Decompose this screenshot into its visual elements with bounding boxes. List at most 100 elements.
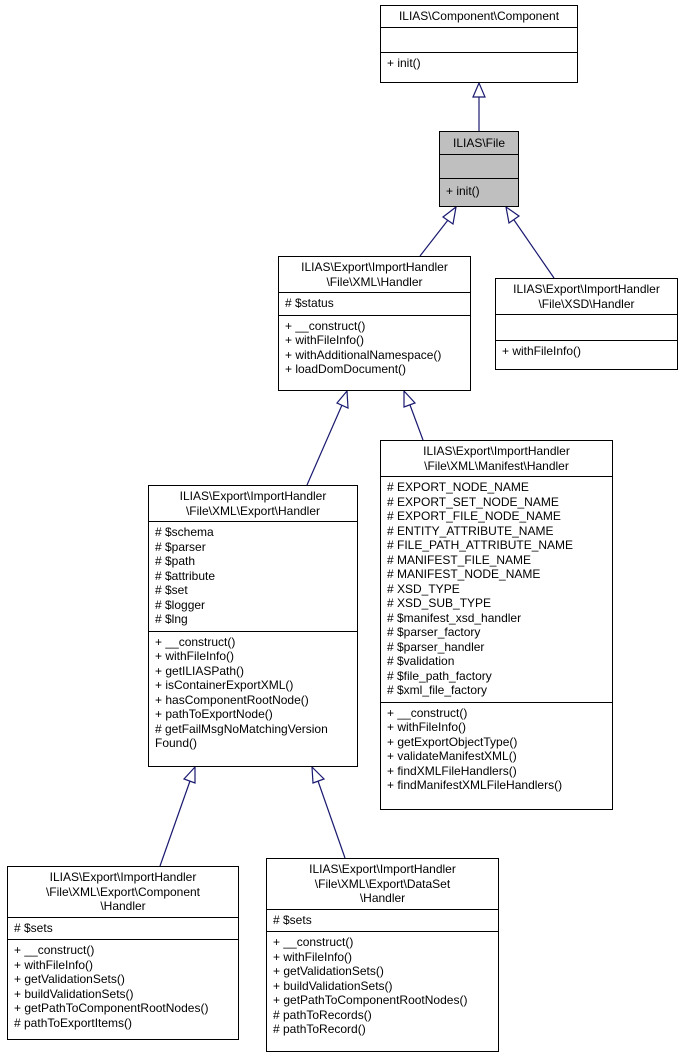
attribute-item: # $parser_factory (387, 625, 481, 639)
methods-section: + __construct() + withFileInfo() + getIL… (149, 630, 357, 755)
methods-section: + __construct() + withFileInfo() + getVa… (267, 931, 498, 1041)
class-title: ILIAS\Export\ImportHandler \File\XML\Exp… (45, 870, 201, 913)
attribute-item: # $file_path_factory (387, 668, 492, 683)
attribute-item: # MANIFEST_FILE_NAME (387, 552, 532, 567)
methods-section: + init() (440, 177, 518, 203)
method-item: Found() (155, 736, 198, 750)
method-item: # pathToRecords() (273, 1007, 372, 1022)
attribute-item: # $status (285, 296, 334, 310)
method-item: + getValidationSets() (273, 964, 384, 978)
method-item: # pathToRecord() (273, 1022, 366, 1036)
attributes-section: # $status (279, 292, 470, 315)
attribute-item: # $logger (155, 597, 206, 612)
attribute-item: # EXPORT_FILE_NODE_NAME (387, 509, 561, 523)
method-item: + validateManifestXML() (387, 749, 517, 763)
edge-manifesthandler-to-xmlhandler (409, 404, 424, 441)
method-item: + buildValidationSets() (14, 986, 134, 1001)
attribute-item: # $schema (155, 525, 214, 539)
class-box-xml-handler[interactable]: ILIAS\Export\ImportHandler \File\XML\Han… (278, 256, 471, 391)
method-item: + withFileInfo() (285, 333, 365, 347)
class-box-dataset-handler[interactable]: ILIAS\Export\ImportHandler \File\XML\Exp… (266, 858, 499, 1052)
method-item: + pathToExportNode() (155, 707, 273, 721)
attribute-item: # MANIFEST_NODE_NAME (387, 567, 541, 581)
arrowhead-xmlhandler-right (403, 389, 417, 408)
attributes-section (381, 26, 577, 52)
attribute-item: # EXPORT_SET_NODE_NAME (387, 494, 559, 509)
edge-exporthandler-to-xmlhandler (306, 404, 343, 486)
arrowhead-exporthandler-left (182, 765, 196, 784)
attribute-item: # $validation (387, 654, 455, 668)
arrowhead-xmlhandler-left (336, 389, 349, 409)
attributes-section: # $schema # $parser # $path # $attribute… (149, 521, 357, 631)
attribute-item: # FILE_PATH_ATTRIBUTE_NAME (387, 538, 574, 552)
edge-xsdhandler-to-file (513, 219, 555, 279)
class-title: ILIAS\Export\ImportHandler \File\XML\Man… (423, 444, 570, 473)
class-title: ILIAS\Component\Component (398, 9, 560, 23)
class-box-component-handler[interactable]: ILIAS\Export\ImportHandler \File\XML\Exp… (7, 866, 239, 1040)
methods-section: + withFileInfo() (496, 340, 677, 363)
method-item: + withFileInfo() (387, 720, 467, 734)
class-title: ILIAS\Export\ImportHandler \File\XML\Han… (301, 260, 448, 289)
attribute-item: # $parser_handler (387, 639, 485, 654)
method-item: + hasComponentRootNode() (155, 692, 309, 707)
method-item: + findXMLFileHandlers() (387, 763, 517, 778)
arrowhead-file-left (441, 205, 457, 226)
methods-section: + __construct() + withFileInfo() + getEx… (381, 701, 612, 797)
attribute-item: # $manifest_xsd_handler (387, 610, 522, 625)
method-item: + isContainerExportXML() (155, 678, 294, 692)
class-title: ILIAS\Export\ImportHandler \File\XML\Exp… (179, 489, 327, 518)
method-item: + getPathToComponentRootNodes() (14, 1001, 209, 1015)
attribute-item: # XSD_SUB_TYPE (387, 596, 492, 610)
attribute-item: # $parser (155, 539, 206, 554)
method-item: # getFailMsgNoMatchingVersion (155, 721, 328, 736)
arrowhead-file-right (505, 205, 521, 225)
class-box-manifest-handler[interactable]: ILIAS\Export\ImportHandler \File\XML\Man… (380, 440, 613, 810)
method-item: + __construct() (387, 705, 468, 720)
attributes-section: # $sets (8, 916, 238, 940)
method-item: + getPathToComponentRootNodes() (273, 993, 468, 1007)
method-item: + withFileInfo() (273, 949, 353, 964)
attribute-item: # $xml_file_factory (387, 683, 488, 697)
method-item: + loadDomDocument() (285, 362, 407, 376)
methods-section: + init() (381, 51, 577, 75)
method-item: + init() (387, 55, 421, 70)
method-item: + withAdditionalNamespace() (285, 347, 442, 362)
edge-componenthandler-to-exporthandler (159, 780, 191, 867)
class-box-export-handler[interactable]: ILIAS\Export\ImportHandler \File\XML\Exp… (148, 485, 358, 767)
attribute-item: # $attribute (155, 568, 216, 583)
arrowhead-component (472, 81, 486, 98)
attribute-item: # $sets (273, 912, 312, 927)
edge-datasethandler-to-exporthandler (317, 780, 346, 859)
attribute-item: # $lng (155, 612, 188, 626)
edge-xmlhandler-to-file (419, 219, 449, 257)
attributes-section: # EXPORT_NODE_NAME # EXPORT_SET_NODE_NAM… (381, 476, 612, 702)
attributes-section (496, 314, 677, 340)
method-item: + withFileInfo() (502, 344, 582, 358)
class-box-xsd-handler[interactable]: ILIAS\Export\ImportHandler \File\XSD\Han… (495, 278, 678, 370)
attribute-item: # $path (155, 554, 196, 568)
method-item: + buildValidationSets() (273, 978, 393, 993)
attribute-item: # EXPORT_NODE_NAME (387, 480, 529, 494)
attribute-item: # $sets (14, 920, 53, 935)
method-item: + getILIASPath() (155, 663, 245, 678)
attribute-item: # $set (155, 583, 188, 597)
class-box-component[interactable]: ILIAS\Component\Component + init() (380, 5, 578, 83)
attribute-item: # ENTITY_ATTRIBUTE_NAME (387, 523, 554, 538)
attributes-section (440, 153, 518, 178)
method-item: + __construct() (14, 943, 95, 957)
method-item: # pathToExportItems() (14, 1015, 133, 1030)
method-item: + __construct() (273, 935, 354, 949)
methods-section: + __construct() + withFileInfo() + withA… (279, 314, 470, 381)
method-item: + __construct() (285, 318, 366, 333)
method-item: + withFileInfo() (14, 957, 94, 972)
class-title: ILIAS\File (452, 136, 506, 150)
method-item: + init() (446, 183, 480, 198)
attributes-section: # $sets (267, 908, 498, 932)
methods-section: + __construct() + withFileInfo() + getVa… (8, 939, 238, 1034)
attribute-item: # XSD_TYPE (387, 581, 460, 596)
class-box-file[interactable]: ILIAS\File + init() (439, 131, 519, 207)
method-item: + withFileInfo() (155, 649, 235, 663)
method-item: + findManifestXMLFileHandlers() (387, 778, 563, 792)
class-title: ILIAS\Export\ImportHandler \File\XML\Exp… (309, 862, 456, 905)
